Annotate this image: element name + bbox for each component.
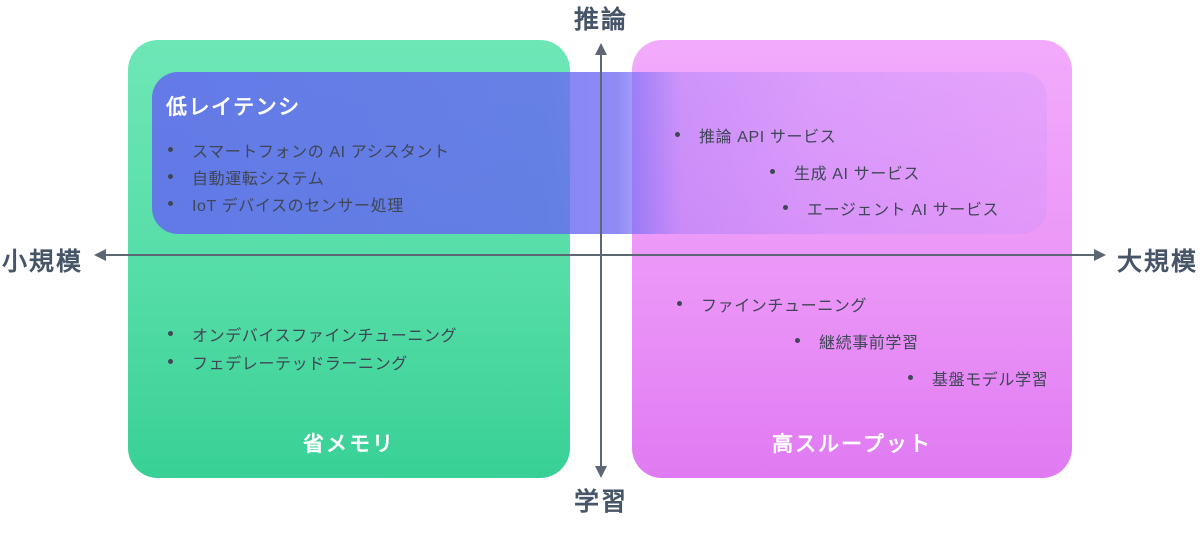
list-item: スマートフォンの AI アシスタント — [168, 136, 450, 163]
list-item: IoT デバイスのセンサー処理 — [168, 190, 404, 217]
bullet-dot — [168, 147, 173, 152]
list-item: 基盤モデル学習 — [908, 364, 1048, 391]
list-item-text: オンデバイスファインチューニング — [192, 327, 458, 345]
bullet-dot — [770, 169, 775, 174]
axis-label-small-scale: 小規模 — [2, 248, 84, 276]
list-item-text: 生成 AI サービス — [794, 165, 921, 183]
list-item: 継続事前学習 — [795, 327, 919, 354]
list-item-text: ファインチューニング — [701, 297, 868, 315]
high-throughput-label: 高スループット — [772, 433, 932, 456]
bullet-dot — [783, 205, 788, 210]
arrow-left-icon — [94, 249, 106, 261]
bullet-dot — [795, 338, 800, 343]
axis-label-inference: 推論 — [573, 6, 629, 34]
bullet-dot — [168, 359, 173, 364]
list-item-text: スマートフォンの AI アシスタント — [192, 143, 450, 161]
arrow-down-icon — [595, 466, 607, 478]
list-item-text: エージェント AI サービス — [807, 201, 1000, 219]
bullet-dot — [677, 301, 682, 306]
list-item: オンデバイスファインチューニング — [168, 320, 457, 347]
list-item: 自動運転システム — [168, 163, 324, 190]
axis-label-training: 学習 — [573, 488, 629, 516]
arrow-up-icon — [595, 43, 607, 55]
bullet-dot — [168, 201, 173, 206]
list-item-text: 推論 API サービス — [699, 128, 837, 146]
list-item: 推論 API サービス — [675, 121, 836, 148]
bullet-dot — [908, 375, 913, 380]
list-item-text: 継続事前学習 — [819, 334, 919, 352]
horizontal-axis-line — [105, 254, 1095, 256]
list-item-text: 基盤モデル学習 — [932, 371, 1049, 389]
memory-saving-label: 省メモリ — [303, 433, 395, 456]
list-item-text: 自動運転システム — [192, 170, 325, 188]
low-latency-overlay-band — [152, 72, 1047, 234]
low-latency-title: 低レイテンシ — [166, 96, 301, 119]
list-item: 生成 AI サービス — [770, 158, 920, 185]
list-item: フェデレーテッドラーニング — [168, 348, 408, 375]
bullet-dot — [168, 331, 173, 336]
arrow-right-icon — [1094, 249, 1106, 261]
axis-label-large-scale: 大規模 — [1117, 248, 1199, 276]
list-item-text: フェデレーテッドラーニング — [192, 355, 408, 373]
vertical-axis-line — [600, 54, 602, 466]
bullet-dot — [675, 132, 680, 137]
list-item: エージェント AI サービス — [783, 194, 999, 221]
bullet-dot — [168, 174, 173, 179]
list-item-text: IoT デバイスのセンサー処理 — [192, 197, 404, 215]
list-item: ファインチューニング — [677, 290, 867, 317]
